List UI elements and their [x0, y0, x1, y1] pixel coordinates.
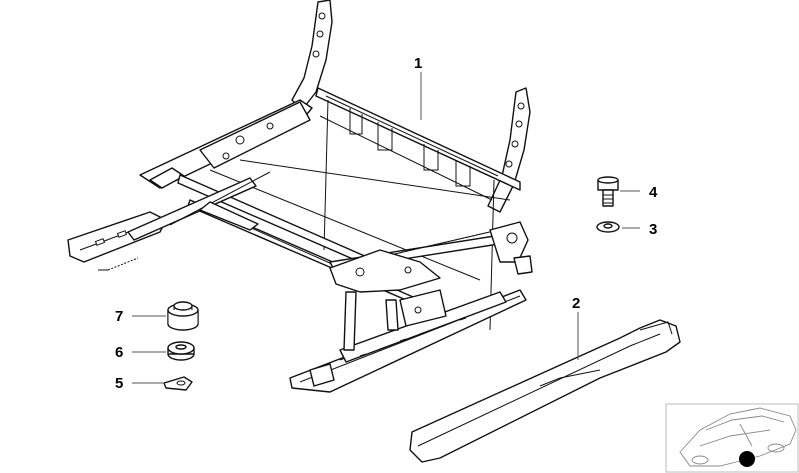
callout-1: 1 — [414, 55, 422, 72]
callout-2: 2 — [572, 295, 580, 312]
vehicle-locator-thumbnail — [665, 403, 799, 473]
leader-lines — [132, 72, 640, 384]
callout-7: 7 — [115, 308, 123, 325]
washer[interactable] — [596, 221, 620, 233]
side-trim-cover[interactable] — [409, 319, 681, 463]
car-outline — [679, 407, 797, 467]
bolt[interactable] — [597, 176, 619, 207]
rubber-buffer[interactable] — [167, 301, 199, 331]
callout-numbers: 1 2 3 4 5 6 7 — [115, 55, 658, 392]
seat-frame-assembly[interactable] — [67, 0, 533, 393]
callout-6: 6 — [115, 344, 123, 361]
seat-location-marker — [739, 451, 755, 467]
callout-5: 5 — [115, 375, 123, 392]
clip[interactable] — [163, 376, 193, 391]
grommet[interactable] — [167, 341, 195, 361]
callout-4: 4 — [649, 184, 658, 201]
callout-3: 3 — [649, 221, 657, 238]
